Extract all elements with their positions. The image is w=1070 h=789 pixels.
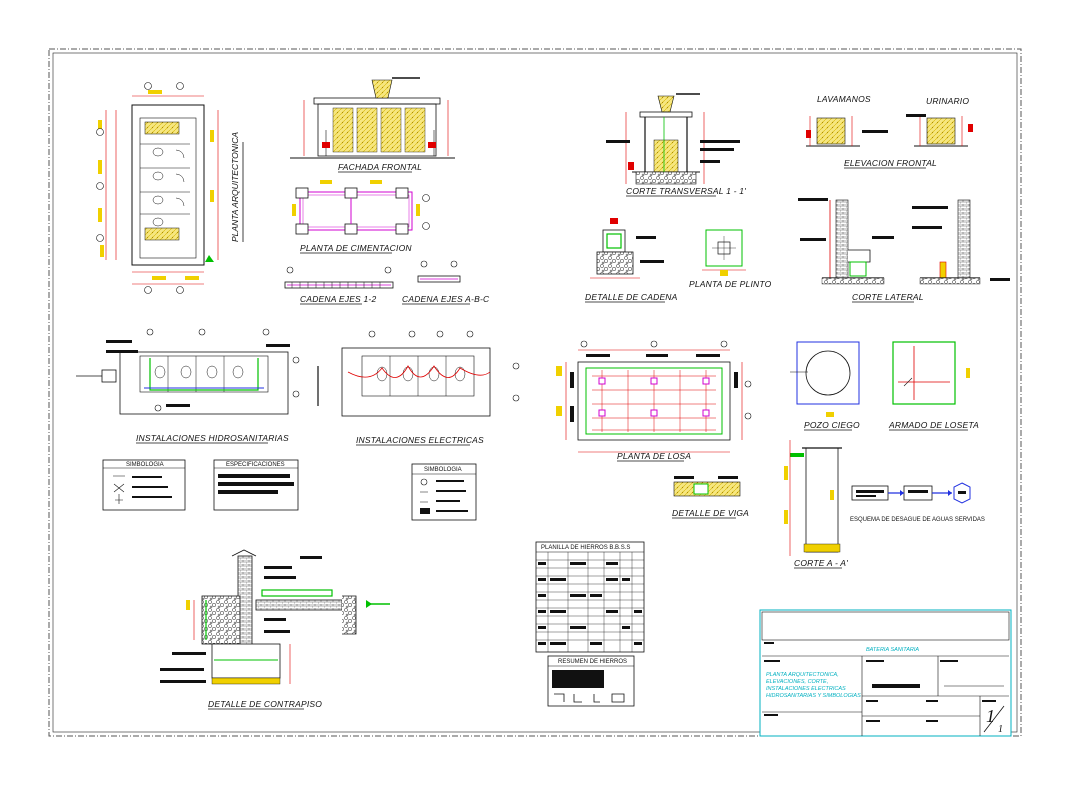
simbologia-table: SIMBOLOGIA: [102, 459, 186, 511]
corte-aa: CORTE A - A': [784, 440, 848, 569]
planta-plinto: PLANTA DE PLINTO: [689, 229, 772, 289]
armado-loseta-label: ARMADO DE LOSETA: [888, 420, 979, 430]
esquema-desague-label: ESQUEMA DE DESAGUE DE AGUAS SERVIDAS: [850, 517, 985, 523]
esquema-desague: ESQUEMA DE DESAGUE DE AGUAS SERVIDAS: [850, 482, 985, 523]
pozo-ciego: POZO CIEGO: [790, 341, 860, 431]
corte-transversal-label: CORTE TRANSVERSAL 1 - 1': [626, 186, 746, 196]
sheet-number: 1: [986, 706, 995, 726]
planta-arquitectonica: PLANTA ARQUITECTONICA: [96, 82, 244, 294]
corte-aa-label: CORTE A - A': [794, 558, 848, 568]
cadena-ejes-12-label: CADENA EJES 1-2: [300, 294, 376, 304]
instalaciones-hidrosanitarias: INSTALACIONES HIDROSANITARIAS: [76, 328, 300, 444]
planta-losa-label: PLANTA DE LOSA: [617, 451, 691, 461]
fachada-frontal-label: FACHADA FRONTAL: [338, 162, 422, 172]
detalle-cadena: DETALLE DE CADENA: [585, 218, 678, 303]
elevacion-frontal-label: ELEVACION FRONTAL: [844, 158, 937, 168]
detalle-viga: DETALLE DE VIGA: [672, 476, 749, 519]
detalle-contrapiso: DETALLE DE CONTRAPISO: [160, 549, 390, 710]
armado-loseta: ARMADO DE LOSETA: [888, 341, 979, 431]
planilla-hierros: PLANILLA DE HIERROS B.B.S.S: [535, 541, 645, 653]
contents-line-3: INSTALACIONES ELECTRICAS: [766, 686, 846, 692]
sheet-border: [48, 48, 1022, 737]
instalaciones-hidrosanitarias-label: INSTALACIONES HIDROSANITARIAS: [136, 433, 289, 443]
sheet-total: 1: [998, 724, 1003, 735]
planta-cimentacion: PLANTA DE CIMENTACION: [292, 180, 430, 254]
simbologia-electrica-table: SIMBOLOGIA: [411, 463, 477, 521]
corte-transversal: CORTE TRANSVERSAL 1 - 1': [606, 93, 746, 197]
especificaciones-table: ESPECIFICACIONES: [213, 459, 299, 511]
simbologia-title: SIMBOLOGIA: [126, 462, 164, 468]
especificaciones-title: ESPECIFICACIONES: [226, 462, 285, 468]
detalle-viga-label: DETALLE DE VIGA: [672, 508, 749, 518]
cadena-ejes: CADENA EJES 1-2 CADENA EJES A-B-C: [284, 260, 490, 305]
simbologia-electrica-title: SIMBOLOGIA: [424, 467, 462, 473]
contents-line-1: PLANTA ARQUITECTONICA,: [766, 672, 839, 678]
contents-line-2: ELEVACIONES, CORTE,: [766, 679, 828, 685]
detalle-cadena-label: DETALLE DE CADENA: [585, 292, 678, 302]
detalle-contrapiso-label: DETALLE DE CONTRAPISO: [208, 699, 322, 709]
resumen-hierros-title: RESUMEN DE HIERROS: [558, 659, 627, 665]
pozo-ciego-label: POZO CIEGO: [804, 420, 860, 430]
instalaciones-electricas: INSTALACIONES ELECTRICAS: [317, 330, 520, 446]
resumen-hierros: RESUMEN DE HIERROS: [547, 655, 635, 707]
title-block: BATERIA SANITARIA PLANTA ARQUITECTONICA,…: [759, 609, 1012, 737]
corte-lateral: CORTE LATERAL: [798, 198, 1010, 303]
planilla-hierros-title: PLANILLA DE HIERROS B.B.S.S: [541, 545, 630, 551]
project-title: BATERIA SANITARIA: [866, 647, 919, 653]
lavamanos-label: LAVAMANOS: [817, 94, 871, 104]
contents-line-4: HIDROSANITARIAS Y SIMBOLOGIAS: [766, 693, 861, 699]
planta-arquitectonica-label: PLANTA ARQUITECTONICA: [230, 132, 240, 242]
urinario-label: URINARIO: [926, 96, 969, 106]
instalaciones-electricas-label: INSTALACIONES ELECTRICAS: [356, 435, 484, 445]
cadena-ejes-abc-label: CADENA EJES A-B-C: [402, 294, 490, 304]
planta-cimentacion-label: PLANTA DE CIMENTACION: [300, 243, 412, 253]
planta-plinto-label: PLANTA DE PLINTO: [689, 279, 772, 289]
planta-losa: PLANTA DE LOSA: [556, 340, 752, 462]
fachada-frontal: FACHADA FRONTAL: [290, 77, 455, 173]
corte-lateral-label: CORTE LATERAL: [852, 292, 924, 302]
elevacion-frontal: LAVAMANOS URINARIO ELEVACION FRONTAL: [806, 94, 973, 169]
